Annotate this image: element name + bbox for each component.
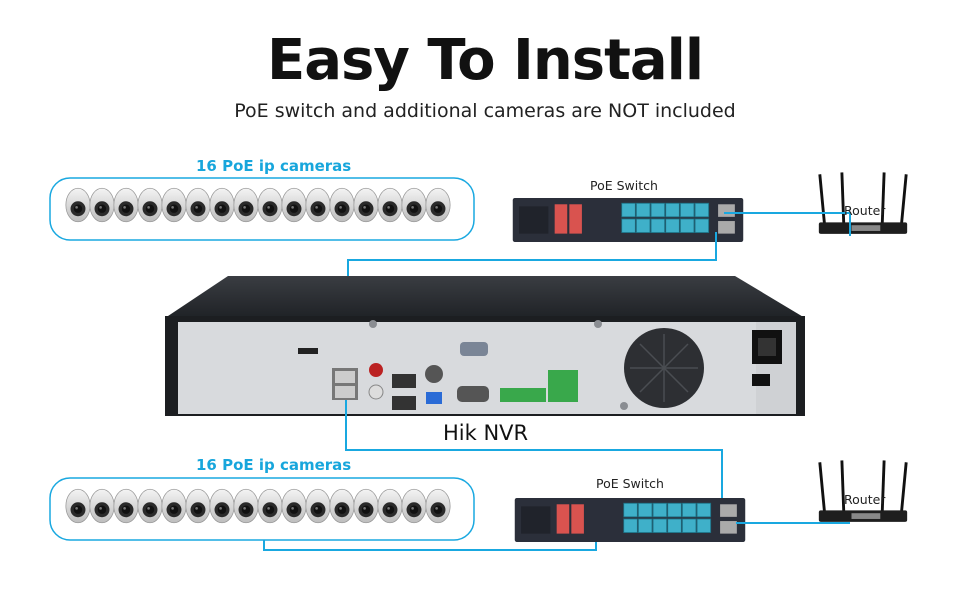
cables-bottom — [263, 522, 850, 551]
cables-middle — [345, 400, 723, 498]
page-title: Easy To Install — [266, 28, 704, 93]
nvr-label: Hik NVR — [443, 421, 529, 445]
switch-label-bottom: PoE Switch — [596, 476, 664, 491]
poe-switch-bottom — [514, 498, 746, 542]
router-label-top: Router — [844, 203, 886, 218]
cameras-label-top: 16 PoE ip cameras — [196, 157, 352, 175]
hik-nvr-device — [165, 276, 805, 416]
switch-label-top: PoE Switch — [590, 178, 658, 193]
router-label-bottom: Router — [844, 492, 886, 507]
poe-switch-top — [512, 198, 744, 242]
page-subtitle: PoE switch and additional cameras are NO… — [234, 100, 736, 122]
cameras-label-bottom: 16 PoE ip cameras — [196, 456, 352, 474]
